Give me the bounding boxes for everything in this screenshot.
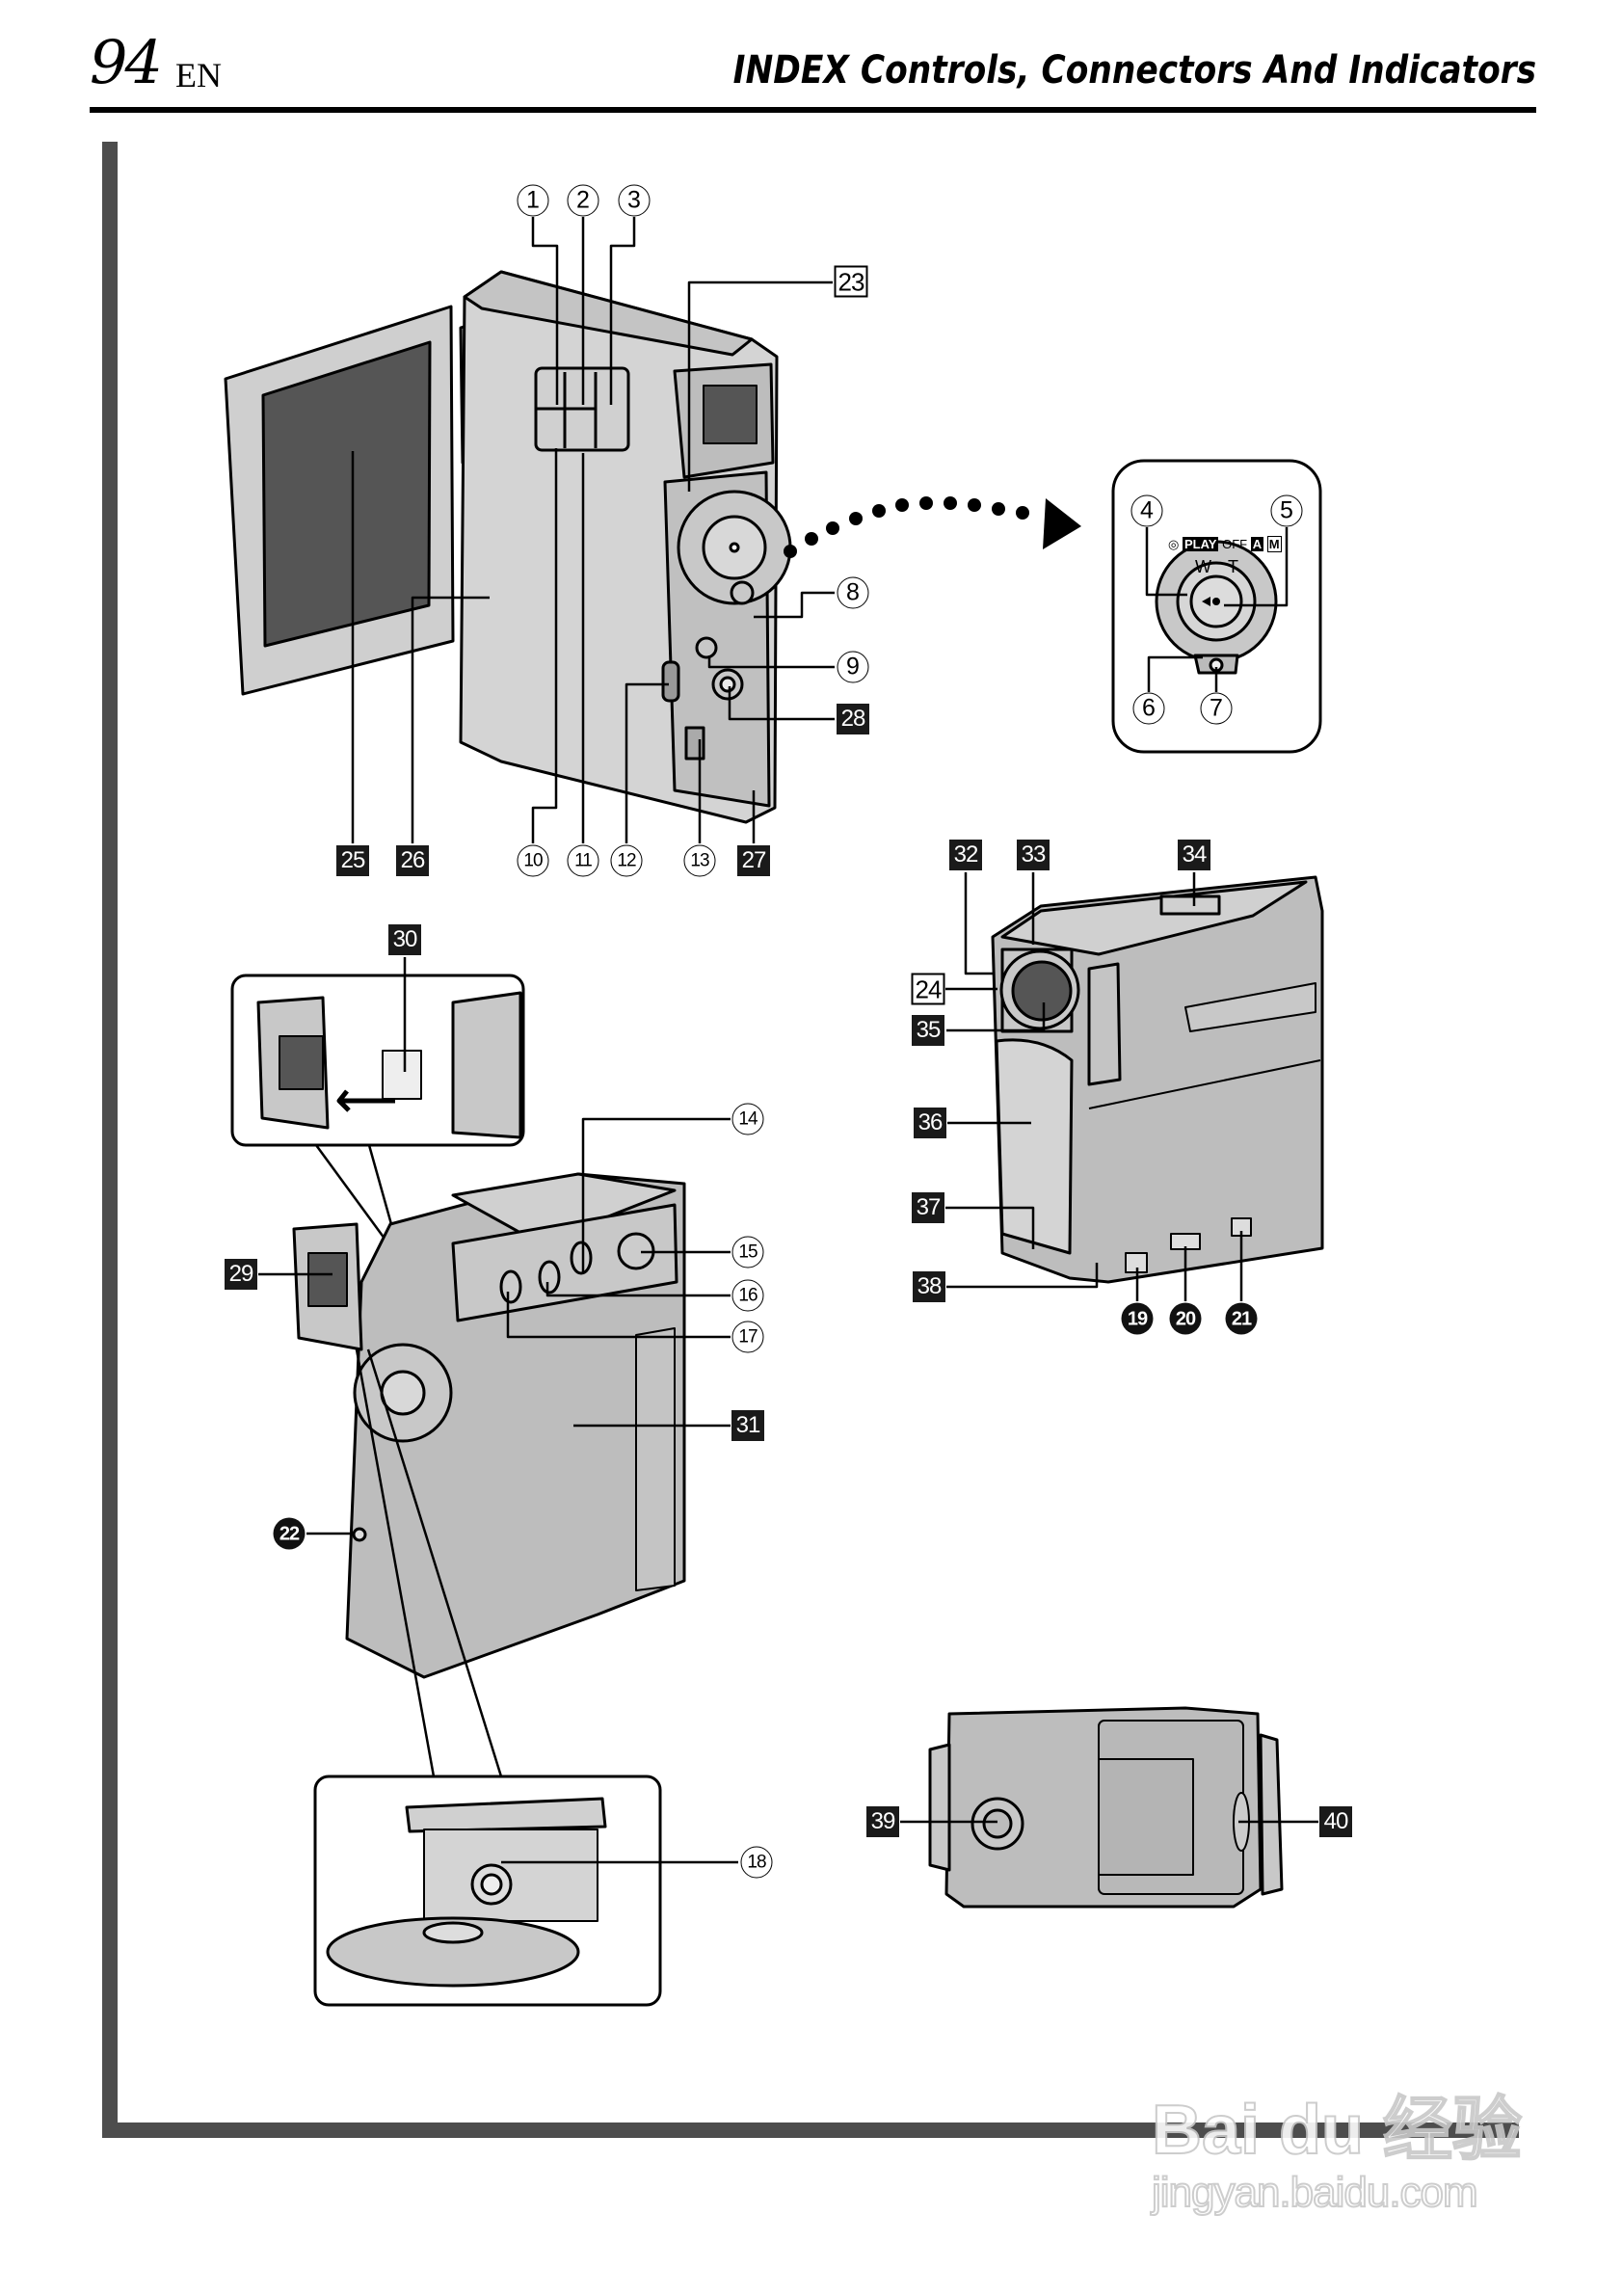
callout-label-5: 5: [1270, 494, 1303, 527]
frame-bottom-bar: [102, 2122, 1519, 2138]
callout-label-6: 6: [1132, 692, 1165, 725]
callout-label-36: 36: [914, 1108, 946, 1138]
callout-label-37: 37: [912, 1192, 944, 1223]
callout-label-25: 25: [336, 845, 369, 876]
callout-label-39: 39: [866, 1806, 899, 1837]
figure-bottom-view: [900, 1706, 1318, 1909]
mode-record-icon: ◎: [1168, 537, 1180, 551]
callout-label-17: 17: [731, 1321, 764, 1353]
figure-rear-view: [224, 217, 1081, 843]
callout-label-3: 3: [618, 184, 651, 217]
page-title: INDEX Controls, Connectors And Indicator…: [732, 48, 1536, 93]
callout-label-40: 40: [1319, 1806, 1352, 1837]
callout-label-33: 33: [1017, 840, 1050, 870]
mode-manual: M: [1266, 536, 1282, 552]
mode-off: OFF: [1222, 537, 1248, 551]
dotted-arrow: [784, 496, 1081, 558]
callout-label-9: 9: [837, 651, 869, 683]
callout-label-29: 29: [225, 1259, 257, 1290]
callout-label-20: 20: [1169, 1302, 1202, 1335]
figure-front-view: [945, 872, 1324, 1301]
callout-label-28: 28: [837, 704, 869, 734]
zoom-wide-label: W: [1195, 557, 1211, 576]
callout-label-21: 21: [1225, 1302, 1258, 1335]
header-rule: [90, 107, 1536, 113]
callout-label-7: 7: [1200, 692, 1233, 725]
callout-label-15: 15: [731, 1236, 764, 1268]
callout-label-26: 26: [396, 845, 429, 876]
lcd-screen: [261, 340, 432, 648]
page-language: EN: [175, 56, 222, 94]
callout-label-16: 16: [731, 1279, 764, 1312]
dial-mode-labels: ◎ PLAY OFF A M: [1168, 536, 1282, 552]
figure-side-view: [230, 957, 738, 2007]
callout-label-38: 38: [913, 1271, 945, 1302]
callout-label-34: 34: [1178, 840, 1210, 870]
figure-dial-detail: [1111, 459, 1322, 754]
front-grip: [995, 1038, 1074, 1255]
frame-left-bar: [102, 142, 118, 2138]
callout-label-19: 19: [1121, 1302, 1154, 1335]
callout-label-10: 10: [517, 844, 549, 877]
callout-label-1: 1: [517, 184, 549, 217]
callout-label-11: 11: [567, 844, 599, 877]
zoom-tele-label: T: [1228, 557, 1238, 576]
callout-label-22: 22: [273, 1517, 306, 1550]
callout-label-8: 8: [837, 576, 869, 609]
callout-label-4: 4: [1130, 494, 1163, 527]
callout-label-27: 27: [737, 845, 770, 876]
mode-play: PLAY: [1182, 537, 1219, 551]
watermark: Bai du 经验 jingyan.baidu.com: [1151, 2091, 1523, 2217]
callout-label-2: 2: [567, 184, 599, 217]
callout-label-13: 13: [683, 844, 716, 877]
callout-label-18: 18: [740, 1846, 773, 1879]
callout-label-12: 12: [610, 844, 643, 877]
callout-label-24: 24: [911, 973, 945, 1005]
callout-label-31: 31: [731, 1410, 764, 1441]
callout-label-32: 32: [949, 840, 982, 870]
page-number: 94: [90, 27, 163, 97]
watermark-url: jingyan.baidu.com: [1151, 2168, 1479, 2217]
mode-auto: A: [1250, 537, 1264, 551]
callout-label-14: 14: [731, 1103, 764, 1135]
callout-label-23: 23: [834, 265, 868, 298]
watermark-brand: Bai du 经验: [1151, 2091, 1523, 2170]
callout-label-30: 30: [388, 924, 421, 955]
callout-label-35: 35: [912, 1015, 944, 1046]
